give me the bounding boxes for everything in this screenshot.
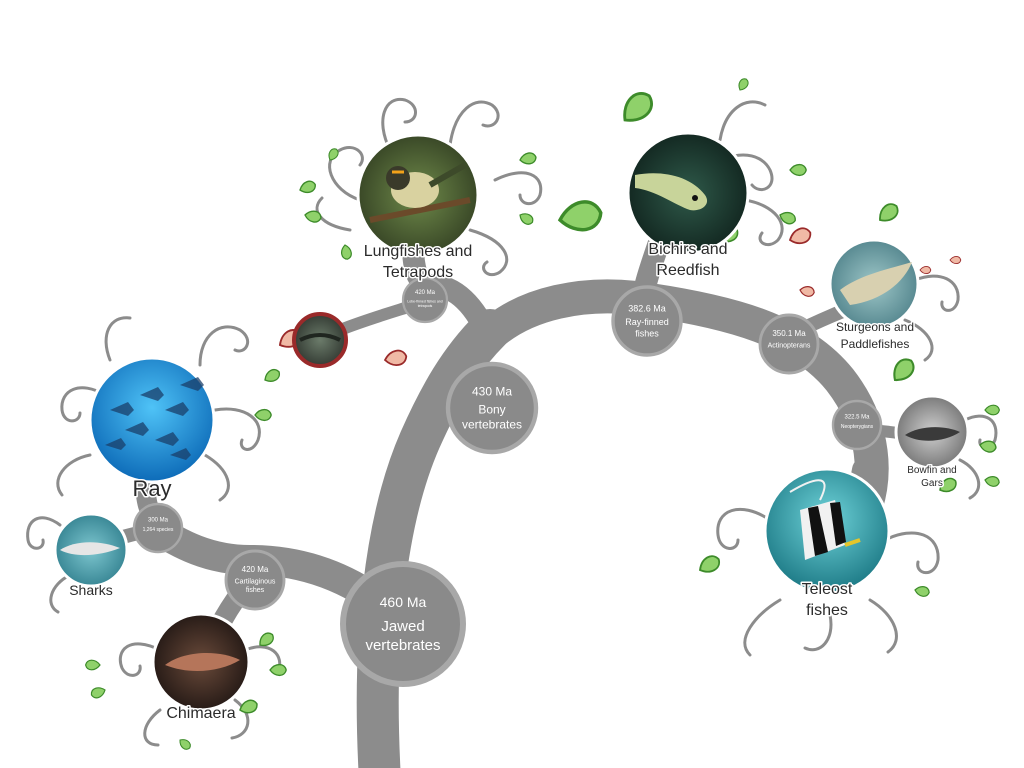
ray-label[interactable]: Ray (131, 475, 173, 503)
ray-photo[interactable] (88, 356, 216, 484)
node-cart[interactable]: 420 Ma Cartilaginous fishes (224, 549, 286, 611)
node-name: Lobe-finned fishes and (407, 300, 442, 304)
node-name: vertebrates (462, 417, 522, 431)
node-age: 420 Ma (415, 290, 436, 296)
sturgeons-label-line1[interactable]: Sturgeons and (834, 319, 915, 336)
bowfin-label-line2[interactable]: Gars (920, 477, 945, 491)
node-circle (831, 399, 883, 451)
teleost-photo[interactable] (763, 467, 891, 595)
node-circle (224, 549, 286, 611)
node-age: 322.5 Ma (844, 414, 870, 420)
node-name: Jawed (381, 618, 424, 635)
node-circle (445, 361, 539, 455)
node-name: tetrapods (418, 304, 433, 308)
node-circle (132, 502, 184, 554)
bowfin-photo[interactable] (894, 394, 970, 470)
node-ray-shark[interactable]: 300 Ma 1,264 species (132, 502, 184, 554)
sturgeon-photo[interactable] (828, 238, 920, 330)
node-name: 1,264 species (143, 527, 174, 533)
bichir-photo[interactable] (626, 131, 750, 255)
teleost-label-line1[interactable]: Teleost (800, 580, 854, 600)
sharks-label[interactable]: Sharks (68, 581, 115, 600)
node-name: Neopterygians (841, 424, 874, 430)
node-age: 430 Ma (472, 385, 512, 399)
node-actino[interactable]: 350.1 Ma Actinopterans (758, 313, 820, 375)
node-name: vertebrates (365, 637, 440, 654)
lungfishes-label-line1[interactable]: Lungfishes and (362, 242, 474, 262)
node-name: fishes (635, 328, 659, 338)
chimaera-label[interactable]: Chimaera (165, 704, 237, 724)
node-name: Cartilaginous (235, 578, 276, 585)
node-name: Ray-finned (625, 317, 669, 327)
teleost-label-line2[interactable]: fishes (805, 601, 850, 621)
node-name: Actinopterans (768, 342, 811, 349)
clade-photos (53, 131, 970, 712)
node-circle (340, 561, 466, 687)
node-age: 300 Ma (148, 517, 169, 523)
node-age: 460 Ma (380, 594, 427, 610)
node-age: 382.6 Ma (628, 303, 666, 313)
tetrapod-photo[interactable] (356, 133, 480, 257)
bichirs-label-line1[interactable]: Bichirs and (647, 240, 729, 260)
node-jawed[interactable]: 460 Ma Jawed vertebrates (340, 561, 466, 687)
node-age: 420 Ma (242, 565, 269, 574)
node-name: Bony (478, 402, 505, 416)
bowfin-label-line1[interactable]: Bowfin and (906, 464, 958, 478)
clade-labels: Ray Sharks Chimaera Lungfishes and Tetra… (68, 240, 959, 724)
bichirs-label-line2[interactable]: Reedfish (655, 261, 721, 281)
lungfishes-label-line2[interactable]: Tetrapods (381, 263, 454, 283)
node-age: 350.1 Ma (772, 329, 806, 338)
node-neo[interactable]: 322.5 Ma Neopterygians (831, 399, 883, 451)
shark-photo[interactable] (53, 512, 129, 588)
node-circle (611, 285, 683, 357)
chimaera-photo[interactable] (151, 612, 251, 712)
node-circle (758, 313, 820, 375)
node-name: fishes (246, 587, 265, 594)
sturgeons-label-line2[interactable]: Paddlefishes (839, 336, 911, 353)
node-circle (401, 276, 449, 324)
fossil-photo[interactable] (292, 312, 348, 368)
